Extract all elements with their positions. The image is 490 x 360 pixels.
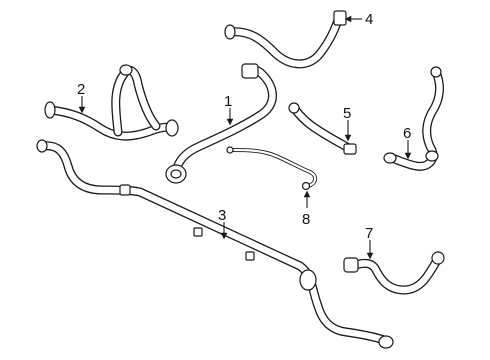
hose-end-fitting bbox=[431, 251, 445, 265]
callout-3: 3 bbox=[218, 207, 226, 224]
hose-part-2 bbox=[44, 64, 179, 141]
pipe-end-fitting bbox=[301, 181, 311, 191]
hose-part-1 bbox=[165, 63, 277, 184]
hose-end-fitting bbox=[299, 269, 317, 291]
hose-end-fitting bbox=[425, 150, 439, 162]
pipe-part-8 bbox=[226, 146, 317, 191]
hose-end-fitting bbox=[119, 64, 133, 76]
hose-end-fitting bbox=[44, 101, 56, 119]
hose-end-fitting bbox=[170, 169, 182, 179]
callout-2: 2 bbox=[77, 81, 85, 98]
hose-end-fitting bbox=[36, 139, 48, 153]
callout-1: 1 bbox=[224, 93, 232, 110]
hose-end-fitting bbox=[383, 152, 397, 164]
hose-end-fitting bbox=[430, 66, 442, 78]
hose-end-fitting bbox=[224, 24, 236, 40]
quick-connector bbox=[343, 257, 359, 273]
hose-part-3 bbox=[36, 139, 394, 349]
hose-end-fitting bbox=[241, 63, 259, 79]
hose-end-fitting bbox=[165, 119, 179, 137]
pipe-end-fitting bbox=[226, 146, 234, 154]
hose-end-fitting bbox=[288, 102, 300, 114]
hose-part-5 bbox=[288, 102, 357, 155]
quick-connector bbox=[343, 143, 357, 155]
hose-clip bbox=[119, 184, 131, 196]
hose-part-7 bbox=[343, 251, 445, 295]
callout-6: 6 bbox=[403, 125, 411, 142]
callout-8: 8 bbox=[302, 211, 310, 228]
hose-part-4 bbox=[224, 10, 347, 69]
hose-clip bbox=[193, 227, 203, 237]
quick-connector bbox=[333, 10, 347, 26]
hose-clip bbox=[245, 251, 255, 261]
hose-end-fitting bbox=[378, 335, 394, 349]
callout-5: 5 bbox=[343, 105, 351, 122]
callout-4: 4 bbox=[365, 11, 373, 28]
hose-part-6 bbox=[383, 66, 444, 171]
callout-7: 7 bbox=[365, 225, 373, 242]
